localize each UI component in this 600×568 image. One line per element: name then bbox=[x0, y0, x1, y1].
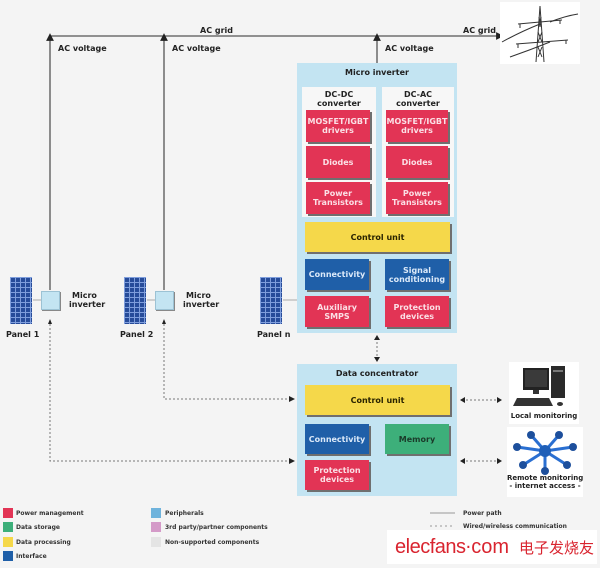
dcdc-diodes: Diodes bbox=[306, 146, 370, 178]
legend-label: 3rd party/partner components bbox=[165, 524, 268, 531]
panel-2-label: Panel 2 bbox=[120, 330, 154, 339]
comm-path-1 bbox=[49, 320, 295, 464]
legend-swatch-data-processing bbox=[3, 537, 13, 547]
legend-label: Data storage bbox=[16, 524, 60, 531]
solar-panel-1 bbox=[10, 277, 32, 324]
legend-power-path-label: Power path bbox=[463, 510, 502, 517]
ac-voltage-label-3: AC voltage bbox=[385, 44, 434, 53]
power-tower-image bbox=[500, 2, 580, 64]
dcac-diodes: Diodes bbox=[386, 146, 448, 178]
legend-swatch-non-supported bbox=[151, 537, 161, 547]
ac-grid-label-right: AC grid bbox=[463, 26, 496, 35]
local-monitoring-card: Local monitoring bbox=[509, 362, 579, 424]
micro-inverter-1 bbox=[41, 291, 60, 310]
legend-swatch-3rd-party bbox=[151, 522, 161, 532]
legend-label: Peripherals bbox=[165, 510, 204, 517]
remote-monitoring-label: Remote monitoring- internet access - bbox=[507, 474, 584, 490]
comm-path-2 bbox=[163, 320, 295, 402]
panel-1-label: Panel 1 bbox=[6, 330, 40, 339]
data-concentrator-control-unit: Control unit bbox=[305, 385, 450, 415]
watermark-chinese: 电子发烧友 bbox=[519, 538, 595, 557]
remote-monitoring-card: Remote monitoring- internet access - bbox=[507, 427, 583, 497]
legend-communication-label: Wired/wireless communication bbox=[463, 523, 567, 530]
legend-label: Power management bbox=[16, 510, 84, 517]
watermark-brand: elecfans bbox=[395, 535, 466, 558]
data-concentrator-connectivity: Connectivity bbox=[305, 424, 369, 454]
legend-swatch-interface bbox=[3, 551, 13, 561]
ac-voltage-label-1: AC voltage bbox=[58, 44, 107, 53]
local-monitoring-label: Local monitoring bbox=[510, 412, 578, 420]
legend-label: Data processing bbox=[16, 539, 71, 546]
micro-inverter-title: Micro inverter bbox=[345, 68, 409, 77]
data-concentrator-container: Data concentrator Control unit Connectiv… bbox=[297, 364, 457, 496]
ac-voltage-label-2: AC voltage bbox=[172, 44, 221, 53]
computer-icon bbox=[513, 366, 565, 406]
watermark-tld: com bbox=[471, 535, 510, 558]
legend-swatch-peripherals bbox=[151, 508, 161, 518]
network-icon bbox=[513, 431, 577, 475]
power-tower-icon bbox=[501, 5, 579, 63]
solar-panel-n bbox=[260, 277, 282, 324]
micro-inverter-2 bbox=[155, 291, 174, 310]
watermark: elecfans · com 电子发烧友 bbox=[387, 530, 597, 564]
legend-swatch-power-management bbox=[3, 508, 13, 518]
solar-panel-2 bbox=[124, 277, 146, 324]
panel-n-label: Panel n bbox=[257, 330, 291, 339]
legend-label: Interface bbox=[16, 553, 47, 560]
watermark-dot: · bbox=[465, 536, 472, 558]
micro-inverter-connectivity: Connectivity bbox=[305, 259, 369, 290]
ac-grid-label: AC grid bbox=[200, 26, 233, 35]
data-concentrator-memory: Memory bbox=[385, 424, 449, 454]
data-concentrator-title: Data concentrator bbox=[335, 369, 419, 378]
legend-label: Non-supported components bbox=[165, 539, 260, 546]
micro-inverter-control-unit: Control unit bbox=[305, 222, 450, 252]
legend-swatch-data-storage bbox=[3, 522, 13, 532]
